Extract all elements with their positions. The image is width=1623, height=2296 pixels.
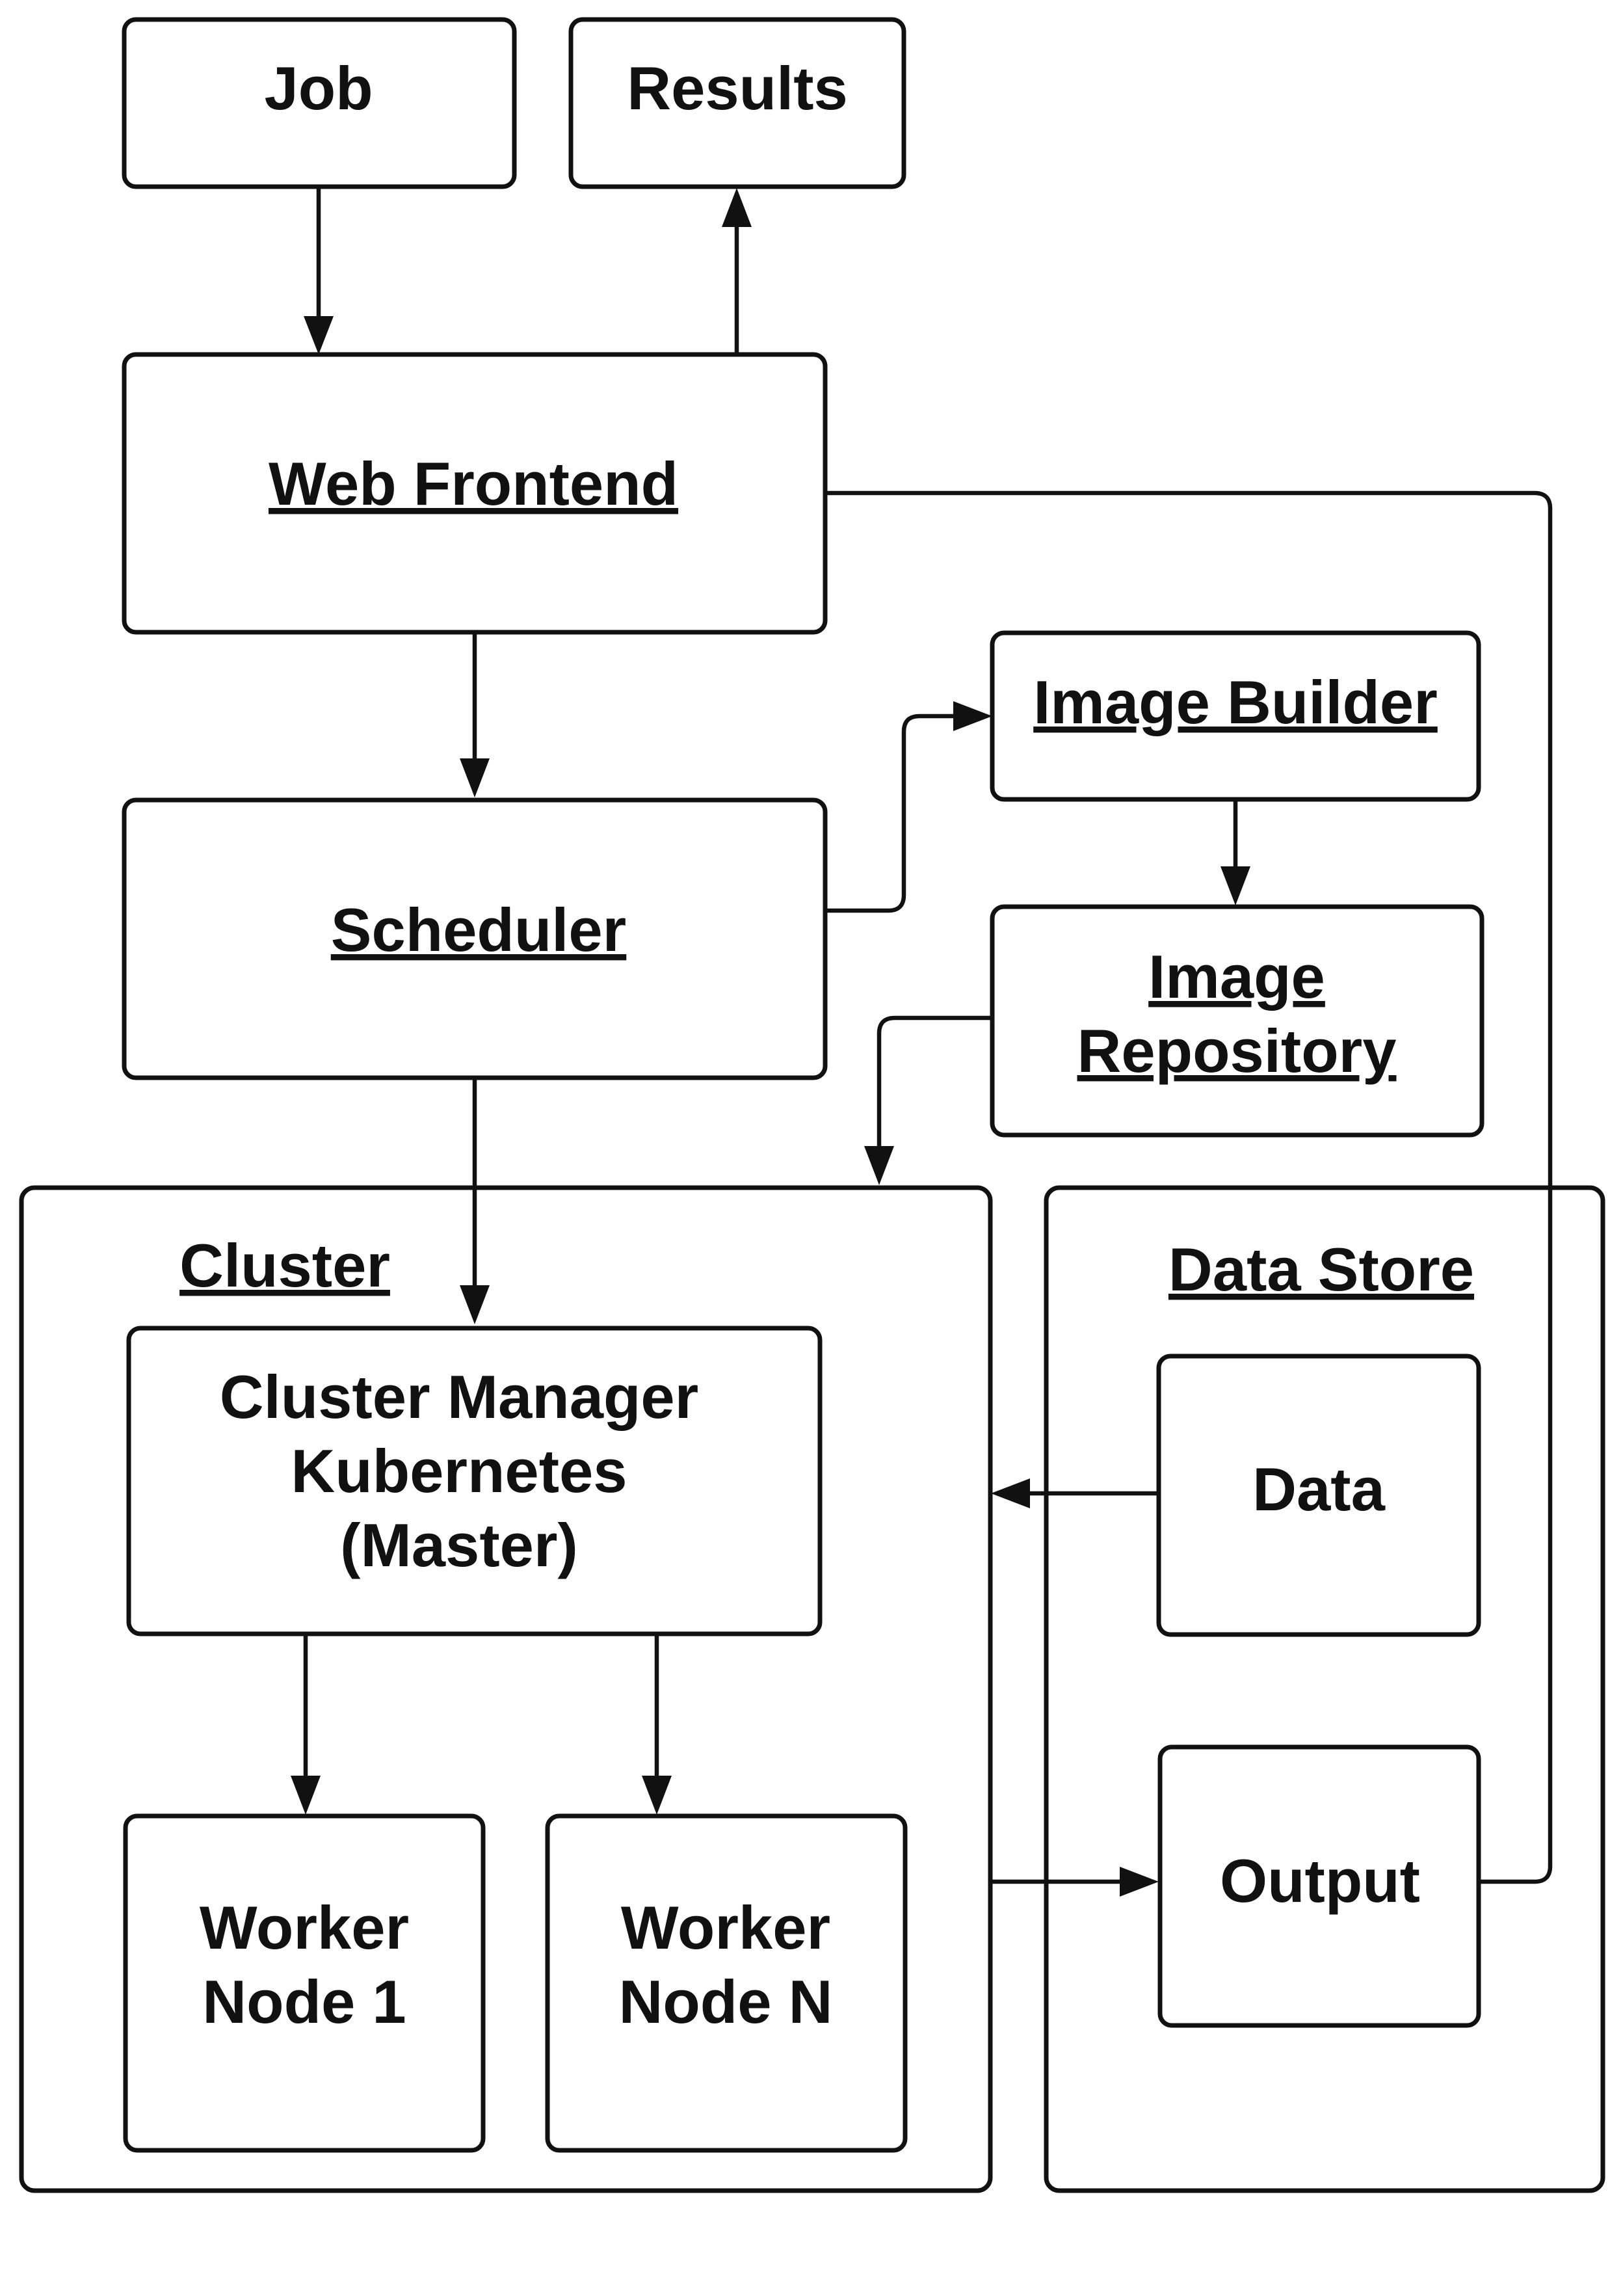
arrowhead-scheduler	[460, 758, 490, 797]
worker-1-label-line-1: Worker	[200, 1893, 409, 1962]
arrowhead-cluster-side	[991, 1478, 1030, 1508]
cluster-group-title: Cluster	[179, 1231, 390, 1300]
node-scheduler: Scheduler	[122, 797, 828, 1080]
worker-1-label-line-2: Node 1	[202, 1968, 406, 2036]
data-label: Data	[1252, 1455, 1385, 1523]
edge-image-repository-to-cluster	[877, 1015, 991, 1149]
node-worker-n: Worker Node N	[545, 1813, 908, 2153]
results-label: Results	[627, 54, 848, 122]
node-cluster-manager: Cluster Manager Kubernetes (Master)	[126, 1326, 823, 1636]
data-store-group	[1044, 1185, 1605, 2193]
cluster-manager-label-line-3: (Master)	[340, 1511, 578, 1579]
connectors	[291, 188, 1553, 1897]
data-store-group-title: Data Store	[1168, 1235, 1474, 1303]
cluster-group	[19, 1185, 993, 2193]
image-repository-label-line-1: Image	[1148, 942, 1325, 1011]
image-builder-label: Image Builder	[1033, 668, 1438, 736]
web-frontend-label: Web Frontend	[269, 449, 678, 518]
worker-n-label-line-2: Node N	[619, 1968, 833, 2036]
node-data: Data	[1156, 1354, 1481, 1637]
arrowhead-image-builder	[953, 701, 992, 731]
node-web-frontend: Web Frontend	[122, 352, 828, 635]
arrowhead-worker-1	[291, 1776, 321, 1815]
node-job: Job	[122, 17, 517, 189]
edge-scheduler-to-image-builder	[814, 714, 956, 913]
image-repository-label-line-2: Repository	[1077, 1017, 1397, 1085]
node-worker-1: Worker Node 1	[123, 1813, 486, 2153]
arrowhead-worker-n	[642, 1776, 672, 1815]
job-label: Job	[264, 54, 373, 122]
output-label: Output	[1220, 1847, 1420, 1915]
node-results: Results	[568, 17, 906, 189]
cluster-manager-label-line-2: Kubernetes	[291, 1437, 627, 1505]
node-image-repository: Image Repository	[990, 904, 1484, 1138]
arrowhead-web-frontend	[304, 316, 334, 354]
cluster-manager-label-line-1: Cluster Manager	[220, 1363, 699, 1431]
node-image-builder: Image Builder	[990, 630, 1481, 802]
arrowhead-image-repository	[1221, 866, 1250, 905]
arrowhead-output	[1120, 1867, 1159, 1897]
node-output: Output	[1157, 1744, 1481, 2028]
scheduler-label: Scheduler	[331, 896, 627, 964]
arrowhead-cluster-manager	[460, 1285, 490, 1324]
arrowhead-results	[722, 188, 752, 227]
arrowhead-cluster-top	[864, 1146, 894, 1185]
worker-n-label-line-1: Worker	[621, 1893, 830, 1962]
